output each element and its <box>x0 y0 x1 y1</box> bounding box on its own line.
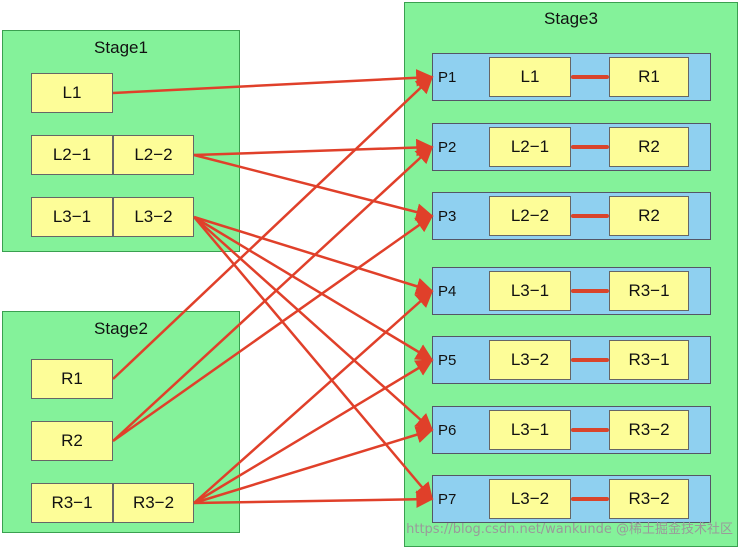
partition-left-box: L2−2 <box>489 196 571 236</box>
box-L3-1: L3−1 <box>31 197 113 237</box>
stage1-title: Stage1 <box>94 38 148 57</box>
partition-label: P7 <box>438 490 457 508</box>
arrow-L1-to-P1 <box>112 69 434 95</box>
partition-right-box: R3−1 <box>609 271 689 311</box>
partition-label: P2 <box>438 138 457 156</box>
partition-left-box: L3−2 <box>489 479 571 519</box>
stage3-title: Stage3 <box>544 9 598 28</box>
join-connector <box>571 358 609 362</box>
partition-label: P4 <box>438 282 457 300</box>
stage2-title: Stage2 <box>94 319 148 338</box>
arrow-R2-to-P3 <box>112 214 434 443</box>
arrow-L3-2-to-P4 <box>193 215 434 295</box>
arrow-R2-to-P2 <box>112 145 434 442</box>
arrow-L2-2-to-P3 <box>193 153 434 221</box>
arrow-R3-2-to-P4 <box>193 289 434 504</box>
partition-left-box: L3−1 <box>489 271 571 311</box>
arrow-L3-2-to-P5 <box>193 215 434 362</box>
box-L3-2: L3−2 <box>113 197 194 237</box>
join-connector <box>571 75 609 79</box>
partition-right-box: R2 <box>609 196 689 236</box>
partition-label: P3 <box>438 207 457 225</box>
partition-right-box: R2 <box>609 127 689 167</box>
arrow-R3-2-to-P7 <box>193 490 434 509</box>
arrow-L2-2-to-P2 <box>193 138 434 157</box>
partition-label: P6 <box>438 421 457 439</box>
arrow-L3-2-to-P6 <box>193 216 434 432</box>
box-R2: R2 <box>31 421 113 461</box>
partition-right-box: R3−2 <box>609 479 689 519</box>
partition-label: P1 <box>438 68 457 86</box>
partition-right-box: R3−2 <box>609 410 689 450</box>
partition-left-box: L3−1 <box>489 410 571 450</box>
join-connector <box>571 428 609 432</box>
partition-right-box: R3−1 <box>609 340 689 380</box>
arrow-R3-2-to-P6 <box>193 426 434 505</box>
join-connector <box>571 497 609 501</box>
box-L1: L1 <box>31 73 113 113</box>
box-R3-2: R3−2 <box>113 483 194 523</box>
watermark: https://blog.csdn.net/wankunde @稀土掘金技术社区 <box>406 522 733 537</box>
arrow-R3-2-to-P5 <box>193 358 434 505</box>
join-connector <box>571 289 609 293</box>
box-L2-2: L2−2 <box>113 135 194 175</box>
join-connector <box>571 145 609 149</box>
partition-left-box: L1 <box>489 57 571 97</box>
partition-left-box: L2−1 <box>489 127 571 167</box>
partition-right-box: R1 <box>609 57 689 97</box>
box-R3-1: R3−1 <box>31 483 113 523</box>
partition-label: P5 <box>438 351 457 369</box>
partition-left-box: L3−2 <box>489 340 571 380</box>
box-R1: R1 <box>31 359 113 399</box>
join-connector <box>571 214 609 218</box>
arrow-R1-to-P1 <box>112 75 434 380</box>
box-L2-1: L2−1 <box>31 135 113 175</box>
